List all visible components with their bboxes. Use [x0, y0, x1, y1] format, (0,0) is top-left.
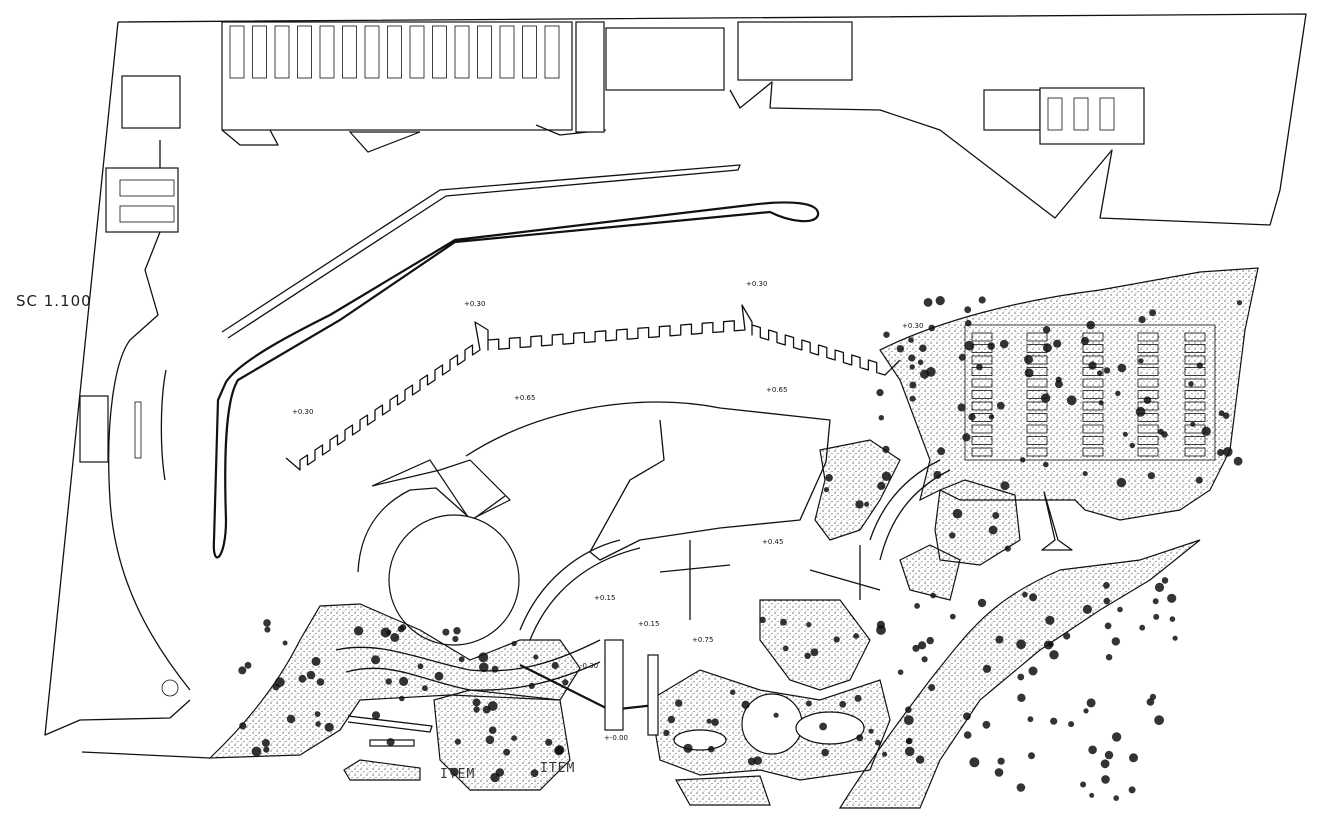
level-mark: +0.65: [766, 386, 787, 394]
level-mark: +-0.00: [604, 734, 628, 742]
main-building: [357, 401, 831, 646]
level-mark: +0.15: [594, 594, 615, 602]
level-markers: +0.30 +0.30 +0.30 +0.30 +0.65 +0.65 +0.4…: [292, 280, 923, 742]
garage-building: [983, 87, 1145, 145]
trees: [238, 296, 1243, 801]
gatehouse-building: [79, 75, 181, 463]
level-mark: +0.30: [746, 280, 767, 288]
level-mark: -0.30: [580, 662, 598, 670]
pathways: [161, 459, 1073, 755]
planting-areas: [208, 267, 1259, 809]
level-mark: +0.75: [692, 636, 713, 644]
level-mark: +0.15: [638, 620, 659, 628]
parking-lot: [964, 324, 1216, 461]
level-mark: +0.65: [514, 394, 535, 402]
site-boundary: [44, 13, 1307, 759]
item-label: ITEM: [540, 761, 575, 776]
scale-label: SC 1.100: [16, 292, 92, 310]
plaza-outline: [285, 304, 901, 471]
level-mark: +0.30: [902, 322, 923, 330]
level-mark: +0.30: [292, 408, 313, 416]
top-parking-stalls: [221, 21, 853, 153]
level-mark: +0.45: [762, 538, 783, 546]
roads: [108, 140, 820, 691]
item-label: ITEM: [440, 767, 475, 782]
level-mark: +0.30: [464, 300, 485, 308]
